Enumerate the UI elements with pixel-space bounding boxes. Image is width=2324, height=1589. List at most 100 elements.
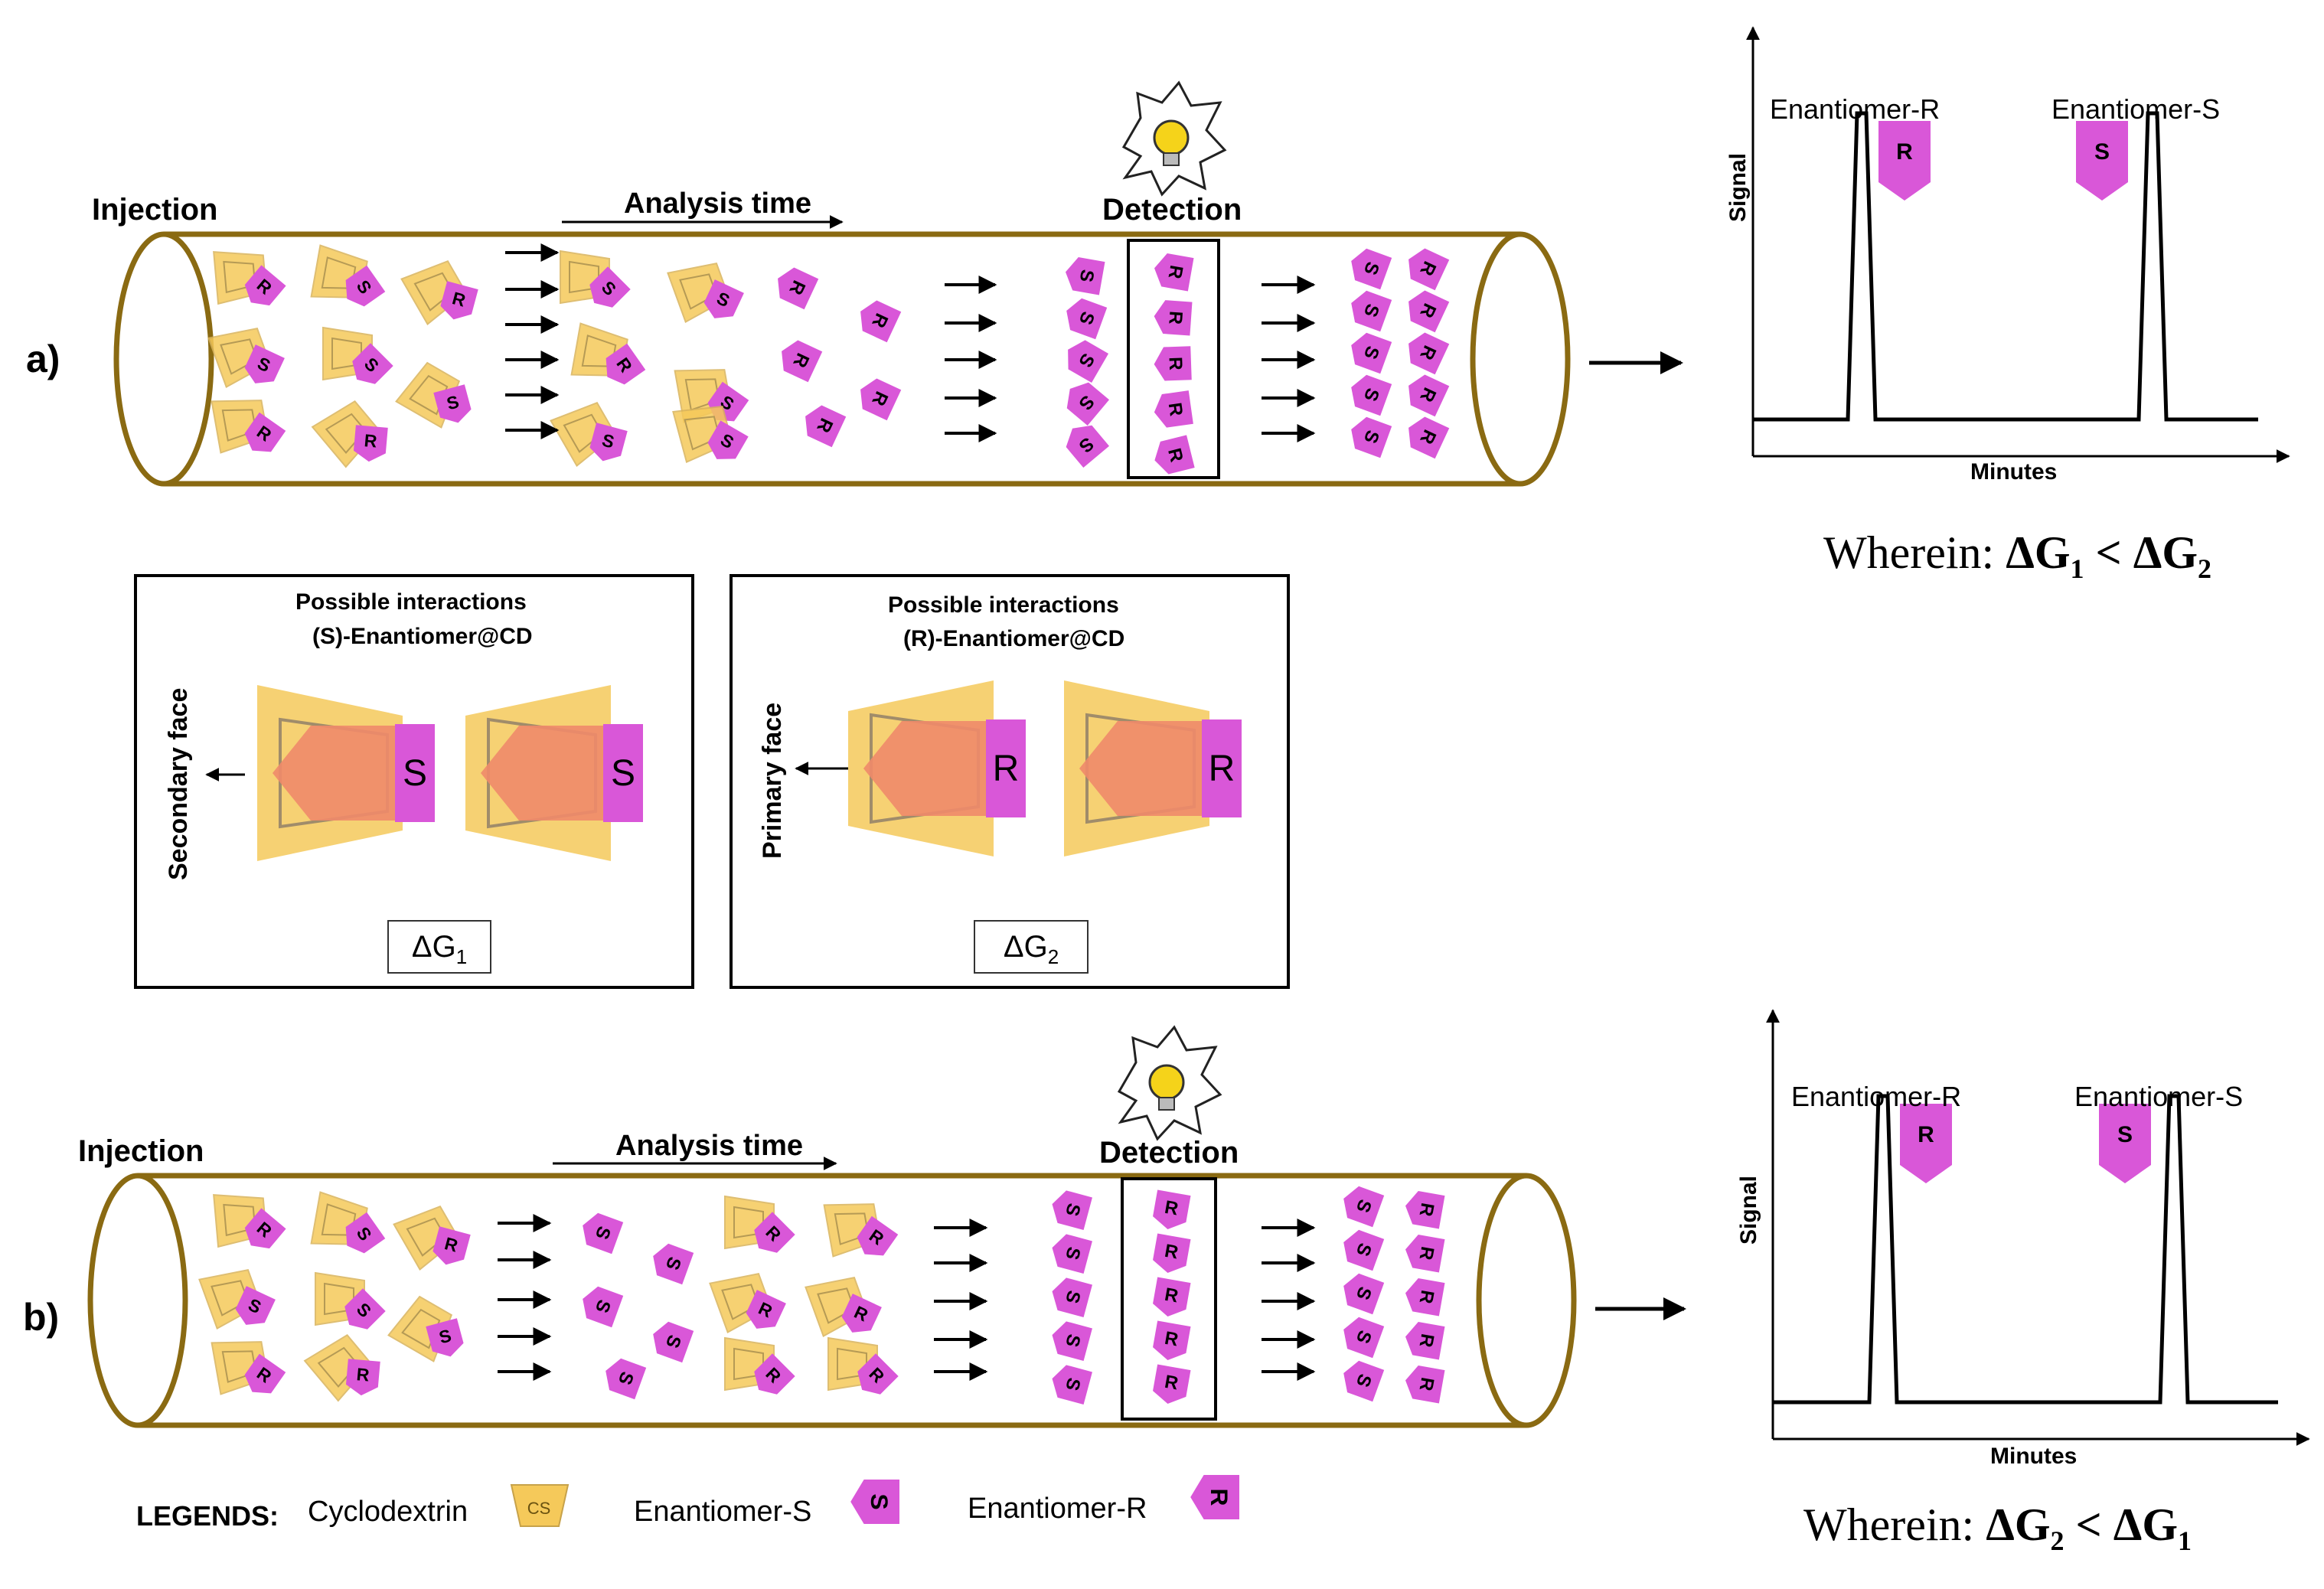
enantiomer-body	[653, 1321, 694, 1363]
enantiomer-body	[1408, 332, 1450, 375]
enantiomer-s: S	[1066, 382, 1109, 426]
enantiomer-body	[605, 1358, 647, 1400]
enantiomer-letter: S	[1061, 1288, 1084, 1306]
enantiomer-s: S	[605, 1358, 647, 1400]
enantiomer-body	[1052, 1277, 1092, 1317]
enantiomer-body	[1153, 1364, 1191, 1404]
peak-badge: S	[2076, 121, 2128, 201]
enantiomer-r: R	[1408, 332, 1450, 375]
enantiomer-r: R	[1405, 1191, 1445, 1229]
enantiomer-r: R	[1405, 1235, 1445, 1273]
complex-enantiomer: R	[345, 1359, 380, 1396]
light-bulb-icon	[1117, 1025, 1222, 1141]
enantiomer-r: R	[1153, 1320, 1191, 1360]
enantiomer-r: R	[1405, 1278, 1445, 1317]
enantiomer-body	[782, 340, 823, 383]
panel-b-xlabel: Minutes	[1990, 1444, 2078, 1469]
guest-enantiomer	[1202, 719, 1242, 817]
enantiomer-letter: S	[1076, 268, 1098, 284]
panel-b-analysis-time-label: Analysis time	[615, 1130, 803, 1162]
panel-a-peak1-label: Enantiomer-R	[1770, 93, 1940, 125]
panel-a-xlabel: Minutes	[1970, 459, 2058, 485]
peak-badge-letter: R	[1918, 1122, 1934, 1147]
enantiomer-body	[1405, 1191, 1445, 1229]
tube-inlet	[113, 231, 214, 487]
enantiomer-body	[1153, 1320, 1191, 1360]
interaction-box-s	[134, 574, 694, 989]
enantiomer-s: S	[1343, 1317, 1385, 1359]
peak-badge: R	[1878, 121, 1931, 201]
enantiomer-letter: R	[1163, 1241, 1180, 1264]
interaction-r-title1: Possible interactions	[888, 592, 1119, 618]
complex-enantiomer: S	[345, 265, 386, 307]
enantiomer-body	[1408, 374, 1450, 417]
enantiomer-body	[1154, 253, 1194, 292]
enantiomer-r-icon: R	[1190, 1475, 1239, 1519]
enantiomer-s: S	[1052, 1365, 1092, 1405]
enantiomer-body	[244, 1208, 286, 1249]
enantiomer-body	[1153, 1189, 1191, 1229]
peak-badge-body	[1878, 121, 1931, 201]
cyclodextrin-cavity	[409, 374, 449, 416]
enantiomer-letter: R	[1415, 1332, 1438, 1349]
enantiomer-s-icon: S	[850, 1480, 899, 1524]
enantiomer-r: R	[1408, 248, 1450, 291]
enantiomer-s: S	[1351, 416, 1392, 458]
enantiomer-body	[1351, 332, 1392, 374]
panel-a-detection-window	[1127, 239, 1220, 479]
enantiomer-body	[1351, 374, 1392, 416]
enantiomer-body	[1408, 416, 1450, 459]
complex-enantiomer: R	[746, 1290, 786, 1329]
enantiomer-r: R	[860, 378, 902, 421]
enantiomer-body	[1154, 300, 1193, 336]
enantiomer-letter: R	[1206, 1488, 1233, 1506]
enantiomer-body	[583, 1286, 624, 1328]
bulb-glass	[1148, 1064, 1185, 1101]
enantiomer-body	[244, 265, 286, 306]
enantiomer-body	[1343, 1317, 1385, 1359]
enantiomer-body	[1408, 248, 1450, 291]
enantiomer-body	[857, 1353, 899, 1395]
panel-a-relation: ΔG1 < ΔG2	[2006, 527, 2211, 584]
enantiomer-body	[1153, 1233, 1191, 1273]
enantiomer-s: S	[1066, 425, 1109, 468]
enantiomer-letter: R	[356, 1364, 370, 1385]
guest-letter: R	[993, 749, 1020, 789]
enantiomer-body	[345, 1212, 386, 1254]
enantiomer-s: S	[653, 1321, 694, 1363]
complex-enantiomer: R	[605, 343, 646, 385]
enantiomer-body	[1190, 1475, 1239, 1519]
enantiomer-body	[589, 266, 631, 308]
panel-b-injection-label: Injection	[78, 1134, 204, 1168]
interaction-box-r	[730, 574, 1290, 989]
peak-badge: R	[1900, 1104, 1952, 1183]
enantiomer-letter: S	[866, 1493, 893, 1509]
enantiomer-s: S	[1052, 1321, 1092, 1361]
wherein-word: Wherein:	[1803, 1499, 1975, 1550]
enantiomer-s: S	[1351, 248, 1392, 290]
enantiomer-body	[344, 1288, 386, 1330]
complex-enantiomer: S	[235, 1286, 276, 1325]
guest-letter: S	[611, 753, 635, 794]
enantiomer-body	[589, 423, 628, 462]
enantiomer-body	[1351, 416, 1392, 458]
enantiomer-body	[1066, 382, 1109, 426]
enantiomer-body	[860, 300, 902, 343]
enantiomer-body	[433, 384, 472, 423]
enantiomer-body	[1066, 425, 1109, 468]
enantiomer-r: R	[1408, 290, 1450, 333]
bulb-glass	[1153, 119, 1190, 156]
complex-enantiomer: S	[426, 1318, 464, 1357]
panel-b-ylabel: Signal	[1736, 1175, 1761, 1245]
enantiomer-body	[583, 1212, 624, 1255]
enantiomer-r: R	[782, 340, 823, 383]
enantiomer-r: R	[1154, 300, 1193, 336]
interaction-r-complex-1: R	[848, 680, 1026, 856]
enantiomer-body	[860, 378, 902, 421]
enantiomer-r: R	[805, 405, 847, 448]
enantiomer-body	[244, 1353, 286, 1394]
enantiomer-body	[352, 343, 393, 384]
enantiomer-body	[1351, 290, 1392, 332]
